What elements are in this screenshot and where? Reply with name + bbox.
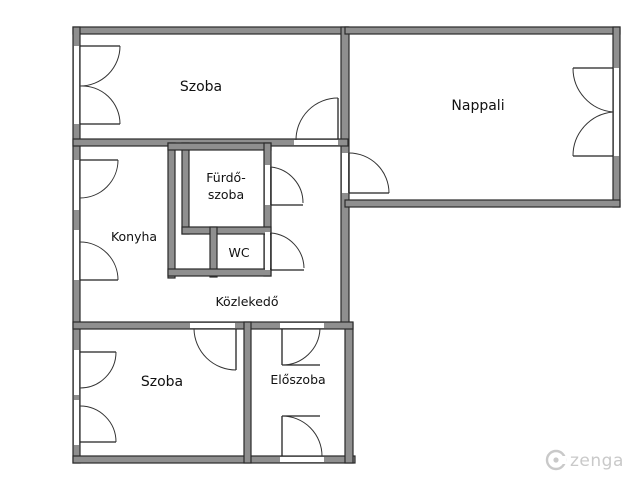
wall-nappali-bottom bbox=[344, 199, 621, 208]
door-eloszoba-top bbox=[281, 328, 321, 366]
wall-nappali-top bbox=[344, 26, 621, 35]
room-label-eloszoba: Előszoba bbox=[270, 372, 325, 387]
wall-bath-left-inner bbox=[181, 142, 190, 235]
room-label-konyha: Konyha bbox=[111, 229, 157, 244]
room-label-furdoszoba-line2: szoba bbox=[208, 187, 244, 202]
wall-bath-top bbox=[167, 142, 272, 151]
watermark-brand: zenga bbox=[570, 451, 624, 471]
door-konyha-left bbox=[79, 159, 119, 281]
room-label-wc: WC bbox=[228, 245, 249, 260]
door-szoba-bottom-left bbox=[79, 351, 117, 443]
room-labels: Szoba Nappali Fürdő- szoba Konyha WC Köz… bbox=[111, 79, 505, 390]
door-openings bbox=[74, 46, 619, 462]
wall-left-top-h bbox=[72, 26, 349, 35]
room-label-kozlekedo: Közlekedő bbox=[215, 294, 278, 309]
room-label-nappali: Nappali bbox=[451, 98, 504, 114]
wall-lower-partition bbox=[243, 321, 252, 464]
wall-wc-left bbox=[209, 226, 218, 278]
door-nappali-entrance bbox=[348, 152, 390, 194]
door-wc bbox=[270, 232, 305, 271]
door-nappali-right bbox=[572, 67, 614, 157]
zenga-logo-icon bbox=[545, 449, 567, 471]
door-szoba-bottom-top bbox=[193, 328, 237, 371]
door-entrance bbox=[281, 415, 323, 457]
wall-bath-left-outer bbox=[167, 142, 176, 279]
wall-bath-bottom bbox=[167, 268, 272, 277]
watermark: zenga bbox=[545, 449, 624, 471]
door-furdoszoba bbox=[270, 166, 304, 206]
door-szoba-top-bottom bbox=[295, 97, 339, 141]
walls bbox=[72, 26, 621, 464]
room-label-szoba-top: Szoba bbox=[180, 79, 222, 95]
doors bbox=[79, 45, 614, 457]
wall-bath-wc-divider bbox=[181, 226, 272, 235]
room-label-szoba-bottom: Szoba bbox=[141, 374, 183, 390]
door-szoba-top-left bbox=[79, 45, 121, 125]
wall-lower-right-v bbox=[344, 322, 354, 464]
wall-bottom-h bbox=[72, 455, 356, 464]
room-label-furdoszoba-line1: Fürdő- bbox=[206, 170, 245, 185]
